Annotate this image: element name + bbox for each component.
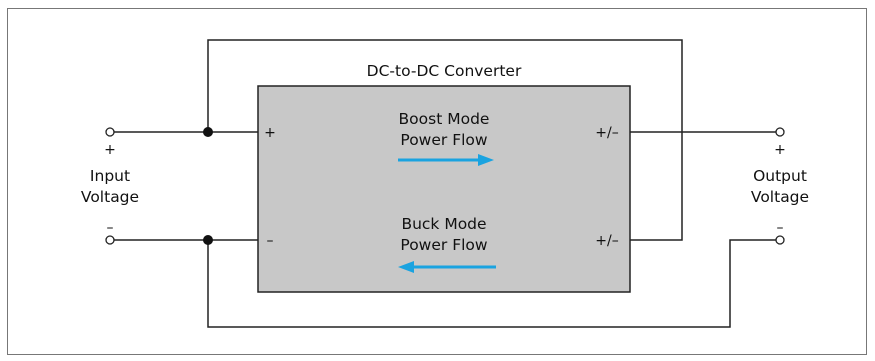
junction-dot-top <box>203 127 213 137</box>
input-plus-sign: + <box>104 142 116 158</box>
converter-left-minus-label: – <box>267 233 274 249</box>
output-plus-terminal <box>775 127 785 137</box>
converter-left-plus-label: + <box>264 125 276 141</box>
input-voltage-label-line2: Voltage <box>81 188 139 206</box>
figure-frame <box>7 8 867 355</box>
buck-arrow-left-icon <box>398 261 496 273</box>
boost-arrow-right-icon <box>398 154 494 166</box>
input-plus-terminal <box>105 127 115 137</box>
converter-right-bottom-label: +/– <box>595 233 618 249</box>
wire-top-loop <box>207 39 683 241</box>
buck-mode-label-line1: Buck Mode <box>401 215 486 233</box>
input-voltage-label-line1: Input <box>90 167 130 185</box>
converter-right-top-label: +/– <box>595 125 618 141</box>
input-minus-terminal <box>105 235 115 245</box>
converter-box <box>257 85 631 293</box>
converter-title: DC-to-DC Converter <box>367 62 522 80</box>
boost-mode-label-line2: Power Flow <box>400 131 487 149</box>
output-minus-sign: – <box>777 220 784 236</box>
wiring <box>114 39 776 328</box>
input-minus-sign: – <box>107 220 114 236</box>
boost-mode-label-line1: Boost Mode <box>399 110 490 128</box>
wire-bottom-loop <box>207 239 776 328</box>
output-plus-sign: + <box>774 142 786 158</box>
junction-dot-bottom <box>203 235 213 245</box>
output-minus-terminal <box>775 235 785 245</box>
buck-mode-label-line2: Power Flow <box>400 236 487 254</box>
output-voltage-label-line2: Voltage <box>751 188 809 206</box>
output-voltage-label-line1: Output <box>753 167 807 185</box>
